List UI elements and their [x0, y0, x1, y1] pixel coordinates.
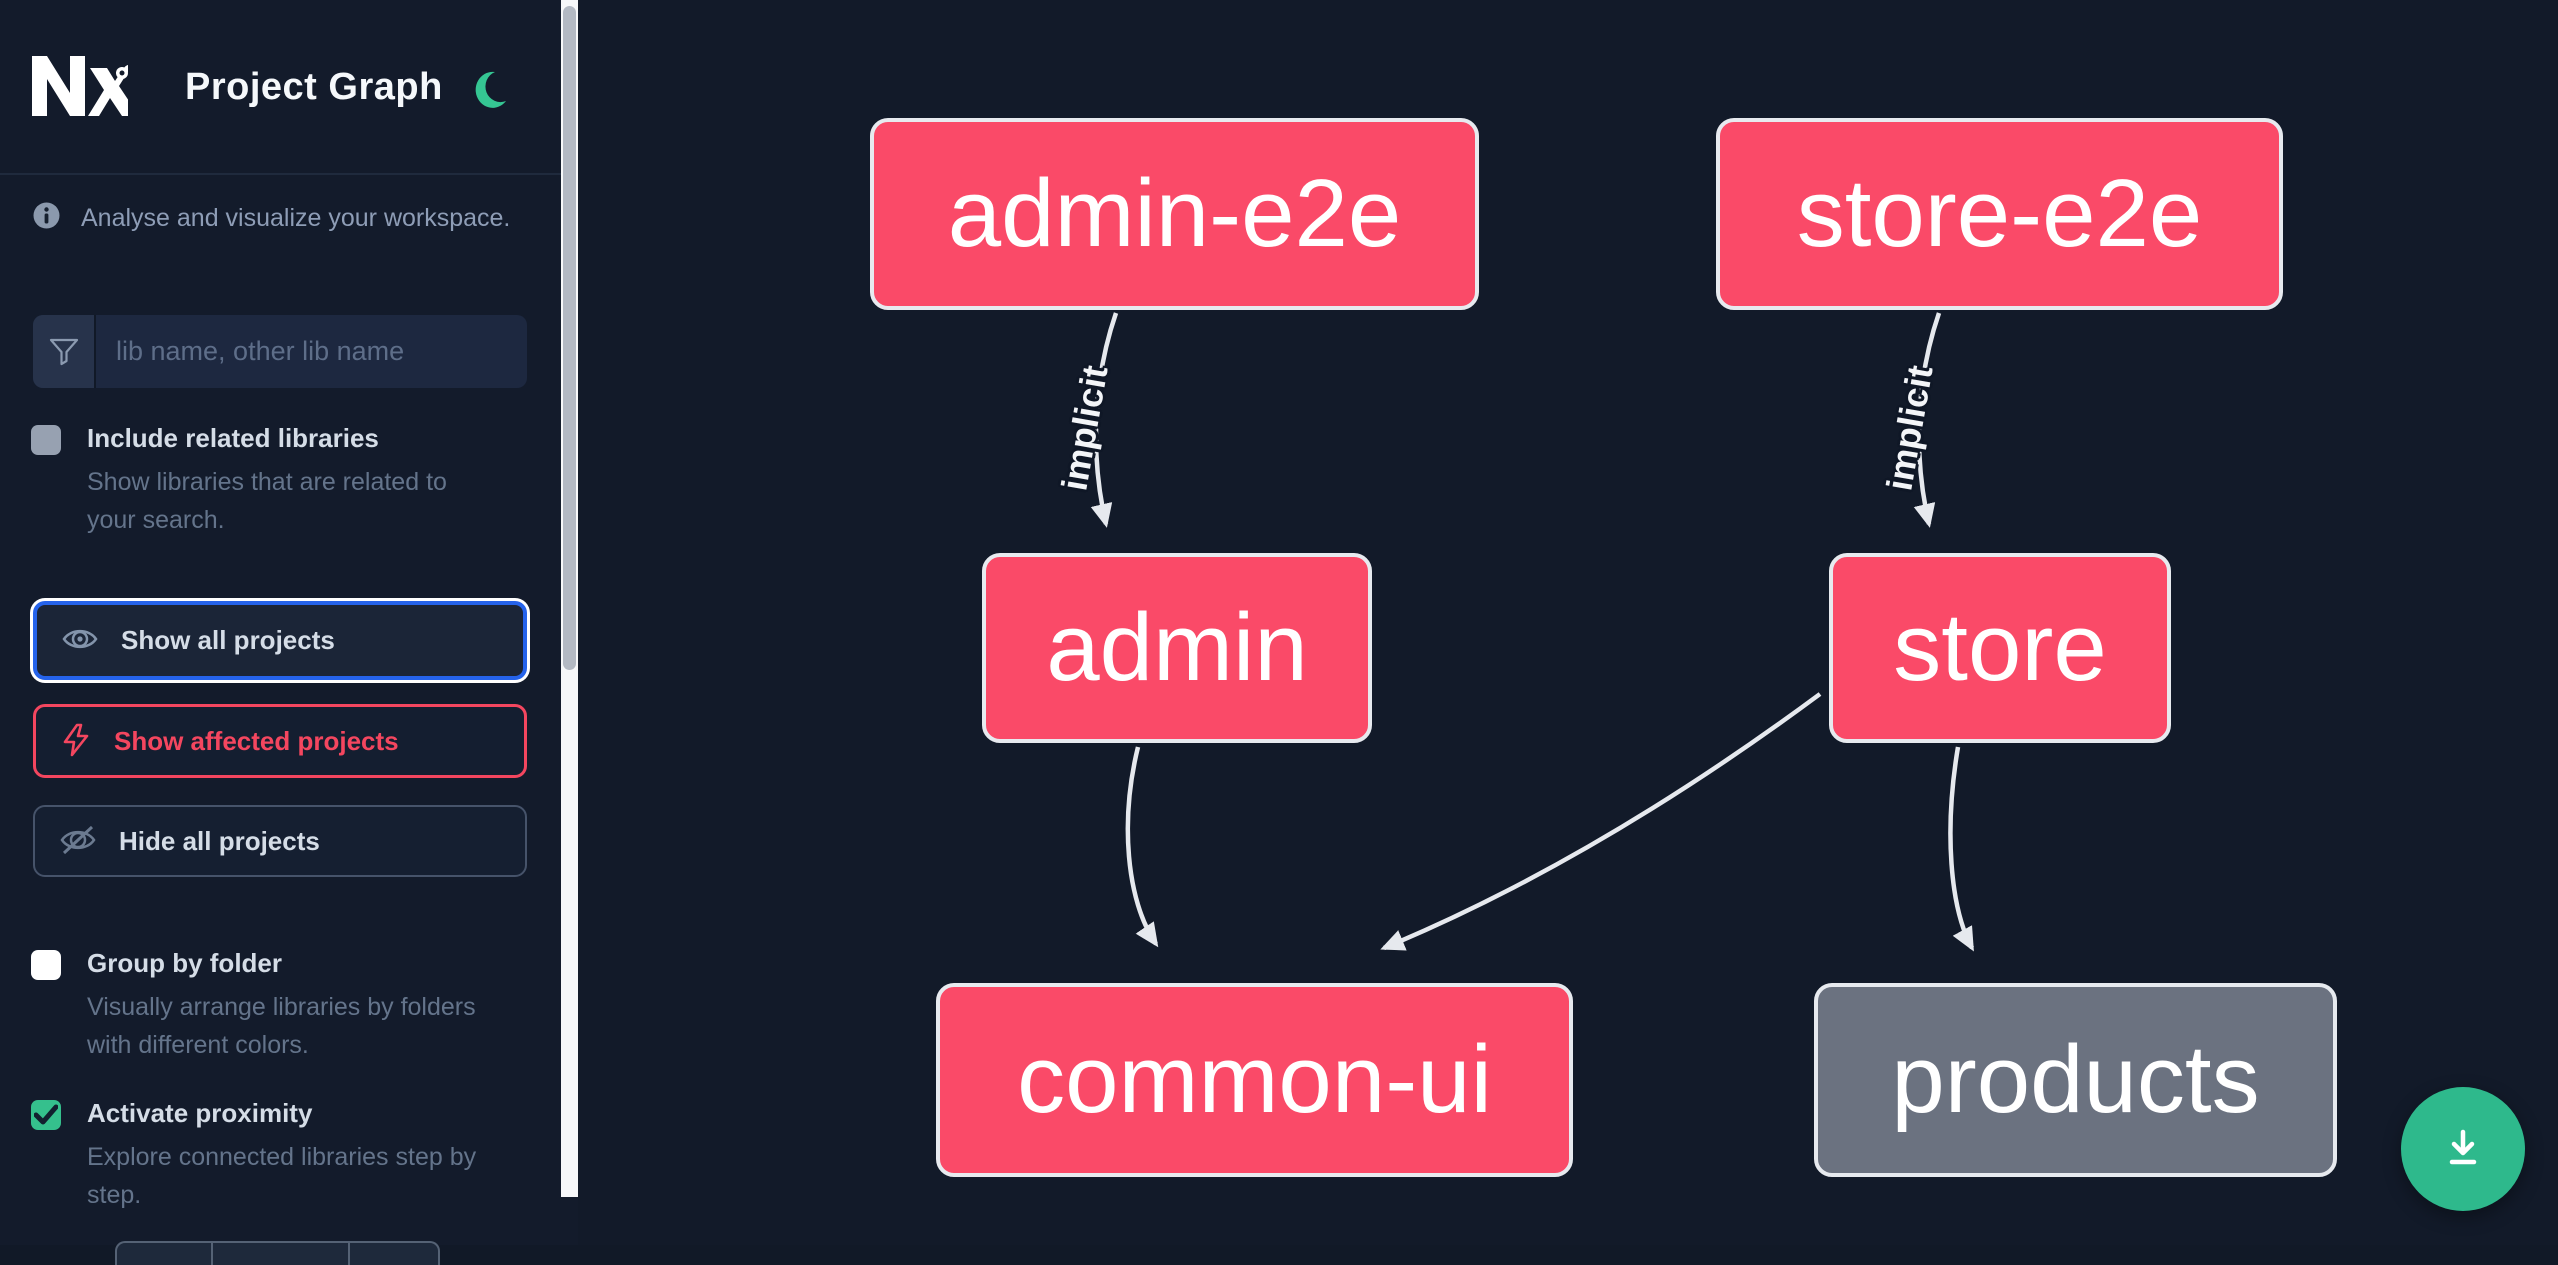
node-admin-e2e[interactable]: admin-e2e: [870, 118, 1479, 310]
activate-proximity-row: Activate proximity Explore connected lib…: [31, 1098, 527, 1214]
header-divider: [0, 173, 561, 175]
edge-admin-e2e-admin: [1090, 312, 1119, 528]
filter-icon: [33, 315, 96, 388]
node-label: common-ui: [1017, 1026, 1492, 1133]
page-title: Project Graph: [185, 66, 443, 108]
moon-icon: [470, 71, 508, 114]
workspace-info: Analyse and visualize your workspace.: [33, 202, 510, 234]
include-related-label[interactable]: Include related libraries: [87, 423, 379, 453]
show-all-projects-button[interactable]: Show all projects: [33, 601, 527, 680]
group-by-folder-label[interactable]: Group by folder: [87, 948, 282, 978]
activate-proximity-description: Explore connected libraries step by step…: [87, 1143, 477, 1209]
theme-toggle-button[interactable]: [470, 70, 510, 110]
node-label: admin: [1046, 594, 1308, 701]
workspace-info-text: Analyse and visualize your workspace.: [81, 204, 511, 232]
include-related-checkbox[interactable]: [31, 425, 61, 455]
hide-all-projects-label: Hide all projects: [119, 825, 320, 856]
edge-store-e2e-store: [1913, 312, 1942, 528]
edge-store-common-ui: [1380, 692, 1822, 951]
search-box: [33, 315, 527, 388]
node-label: products: [1891, 1026, 2260, 1133]
download-image-button[interactable]: [2401, 1087, 2525, 1211]
node-products[interactable]: products: [1814, 983, 2337, 1177]
node-store[interactable]: store: [1829, 553, 2171, 743]
node-common-ui[interactable]: common-ui: [936, 983, 1573, 1177]
group-by-folder-checkbox[interactable]: [31, 950, 61, 980]
sidebar-scrollbar-track: [561, 0, 578, 1197]
show-affected-projects-label: Show affected projects: [114, 725, 399, 756]
sidebar: Project Graph Analyse and visualize your…: [0, 0, 578, 1265]
download-icon: [2439, 1124, 2487, 1175]
group-by-folder-description: Visually arrange libraries by folders wi…: [87, 993, 476, 1059]
info-icon: [33, 202, 60, 234]
stepper-increment[interactable]: [348, 1243, 438, 1265]
edge-admin-common-ui: [1125, 746, 1159, 948]
activate-proximity-checkbox[interactable]: [31, 1100, 61, 1130]
bolt-icon: [61, 723, 91, 760]
node-store-e2e[interactable]: store-e2e: [1716, 118, 2283, 310]
eye-off-icon: [60, 824, 96, 859]
group-by-folder-row: Group by folder Visually arrange librari…: [31, 948, 527, 1064]
include-related-description: Show libraries that are related to your …: [87, 468, 447, 534]
eye-icon: [62, 624, 98, 657]
graph-edges: [1090, 312, 1974, 952]
search-input[interactable]: [96, 315, 527, 388]
node-label: store: [1893, 594, 2107, 701]
include-related-row: Include related libraries Show libraries…: [31, 423, 527, 539]
node-label: admin-e2e: [947, 160, 1402, 267]
show-all-projects-label: Show all projects: [121, 625, 335, 655]
node-admin[interactable]: admin: [982, 553, 1372, 743]
show-affected-projects-button[interactable]: Show affected projects: [33, 704, 527, 778]
nx-logo: [30, 54, 139, 118]
stepper-value: [211, 1243, 348, 1265]
project-graph-canvas[interactable]: implicit implicit admin-e2e store-e2e ad…: [578, 0, 2558, 1245]
edge-store-products: [1948, 746, 1974, 952]
node-label: store-e2e: [1796, 160, 2203, 267]
hide-all-projects-button[interactable]: Hide all projects: [33, 805, 527, 877]
sidebar-scrollbar-thumb[interactable]: [563, 6, 576, 670]
stepper-decrement[interactable]: [117, 1243, 211, 1265]
activate-proximity-label[interactable]: Activate proximity: [87, 1098, 313, 1128]
